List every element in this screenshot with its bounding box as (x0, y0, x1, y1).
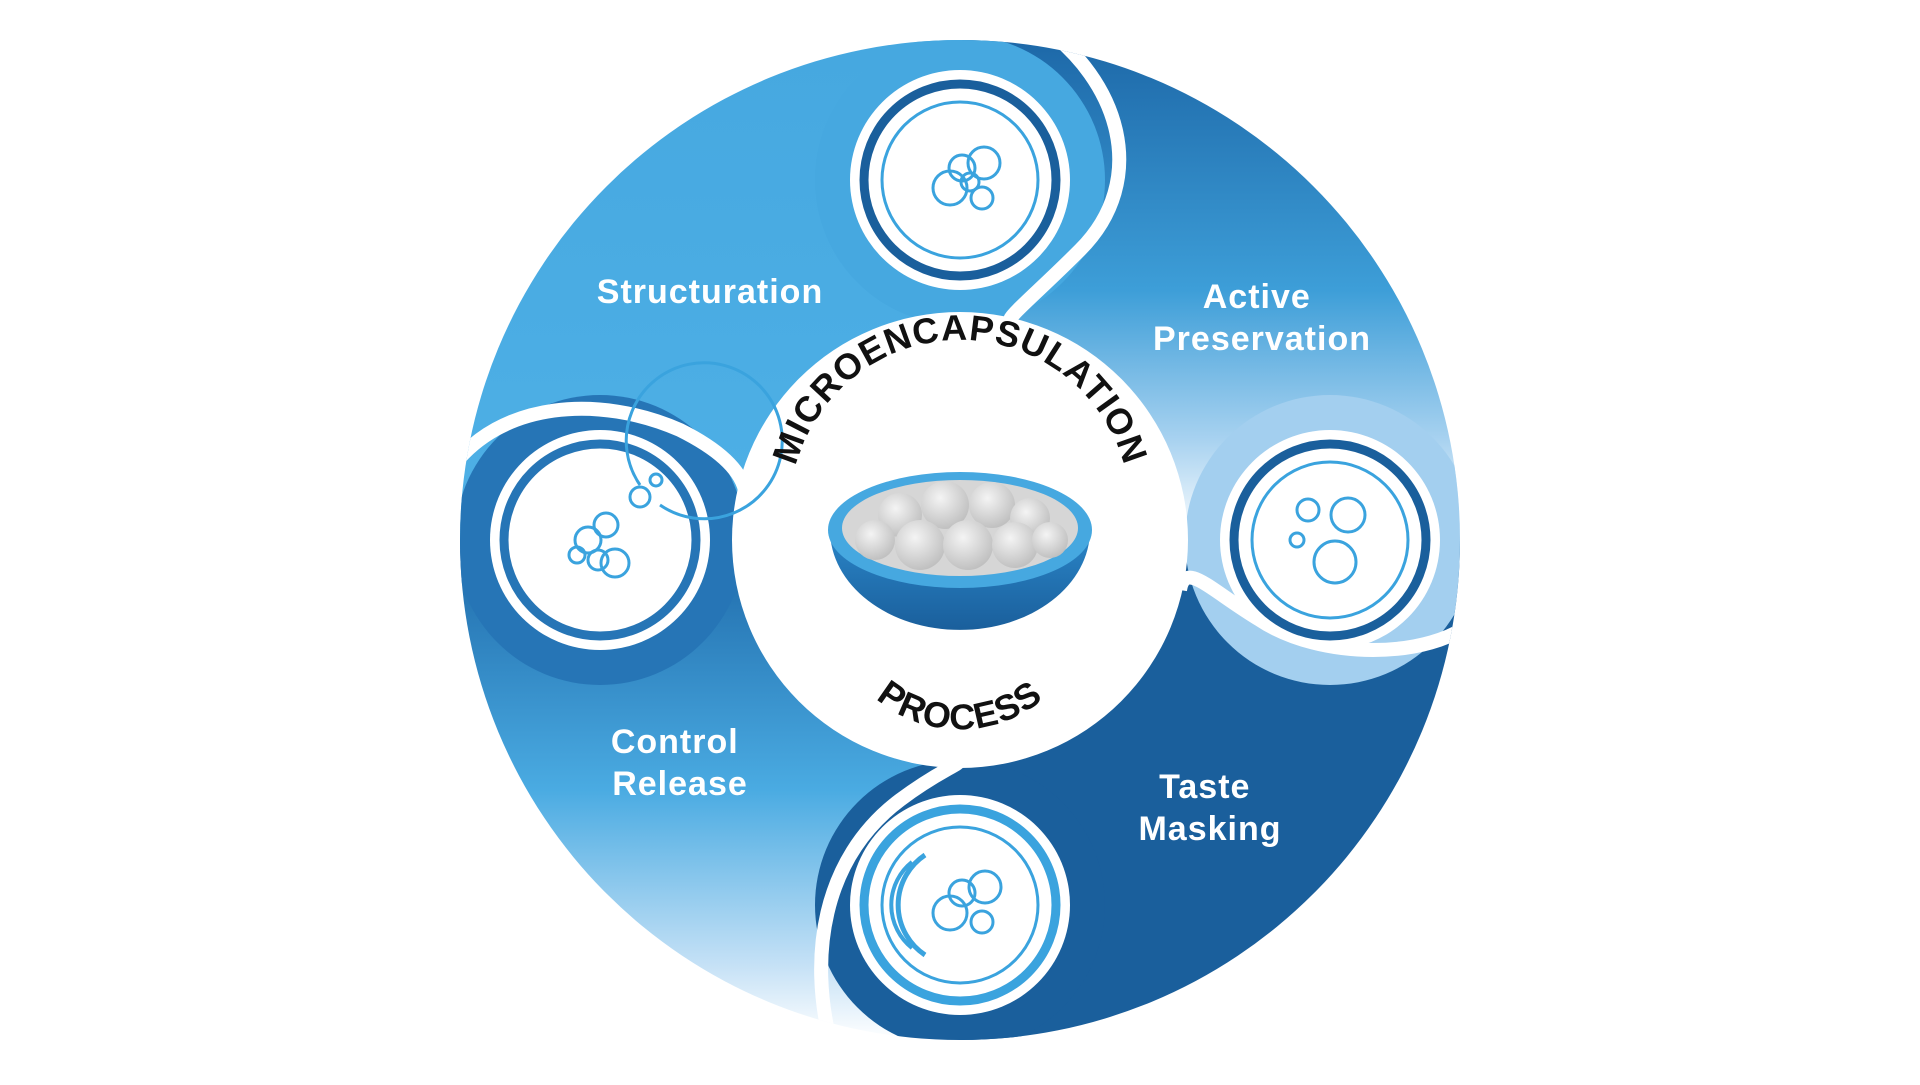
label-taste-masking: Taste Masking (1138, 768, 1281, 848)
label-control-release: Control Release (611, 723, 749, 803)
shielded-bubbles-icon (889, 852, 1003, 958)
divider-bottom (814, 756, 967, 1040)
bubbles-cluster-icon (931, 145, 1002, 211)
active-preservation-icon-badge (1220, 430, 1440, 650)
divider-top (1003, 40, 1127, 323)
structuration-icon-badge (850, 70, 1070, 290)
control-release-icon-badge (490, 361, 784, 650)
label-active-preservation: Active Preservation (1153, 278, 1371, 358)
taste-masking-icon-badge (850, 795, 1070, 1015)
capsule-bowl-icon (828, 472, 1092, 630)
label-structuration: Structuration (597, 273, 823, 311)
scattered-bubbles-icon (1288, 496, 1367, 585)
divider-left (460, 401, 752, 493)
releasing-bubbles-icon (567, 361, 784, 579)
